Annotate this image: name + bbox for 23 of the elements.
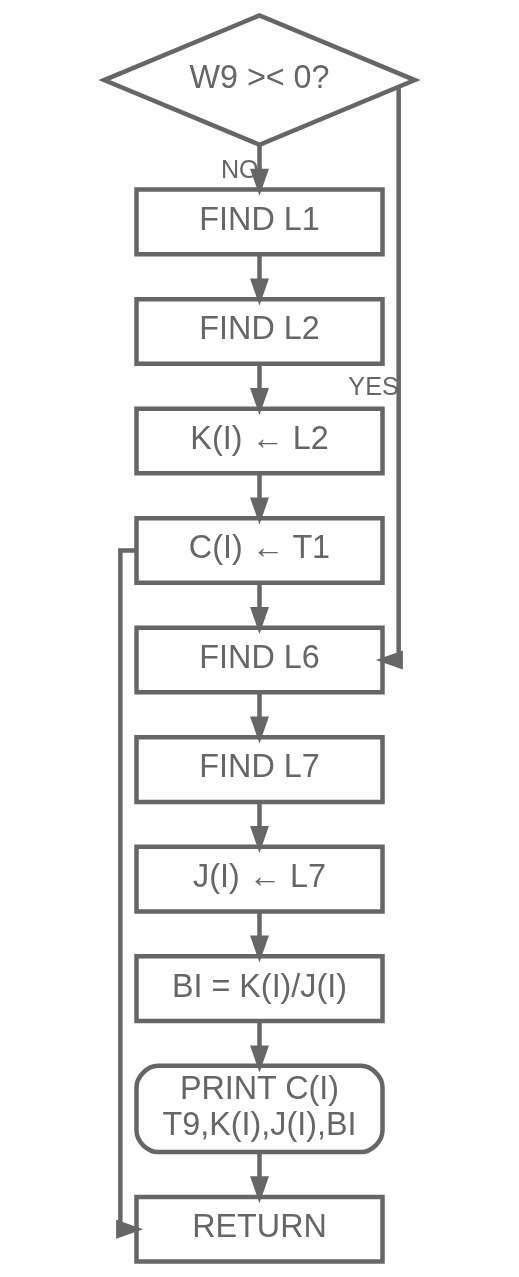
node-box: RETURN (134, 1194, 385, 1264)
node-box: BI = K(I)/J(I) (134, 954, 385, 1024)
node-box: FIND L6 (134, 625, 385, 695)
arrow (250, 254, 269, 306)
arrow (250, 911, 269, 963)
node-box: FIND L1 (134, 187, 385, 257)
node-box: PRINT C(I) T9,K(I),J(I),BI (134, 1063, 385, 1155)
arrow (250, 1021, 269, 1073)
node-diamond: W9 >< 0? (98, 13, 421, 148)
arrow (250, 473, 269, 525)
node-box: J(I) ← L7 (134, 844, 385, 914)
node-box: FIND L7 (134, 735, 385, 805)
node-box: C(I) ← T1 (134, 515, 385, 586)
arrow (375, 87, 403, 670)
arrow (250, 145, 269, 196)
arrow (250, 692, 269, 744)
node-box: K(I) ← L2 (134, 406, 385, 476)
arrow (250, 583, 269, 634)
arrow (116, 548, 144, 1239)
arrow (250, 364, 269, 415)
arrow (250, 802, 269, 854)
arrow (250, 1152, 269, 1204)
node-box: FIND L2 (134, 296, 385, 367)
